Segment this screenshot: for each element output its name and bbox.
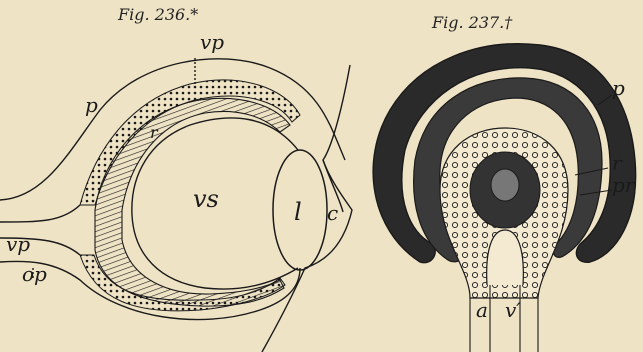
label-pr-237: pr	[612, 175, 634, 195]
fig-237-caption: Fig. 237.†	[432, 13, 512, 32]
label-vp-left: vp	[6, 234, 30, 254]
ectoderm-line	[262, 65, 352, 352]
label-vs: vs	[193, 187, 219, 211]
label-v-prime: v′	[505, 300, 521, 320]
label-p-236: p	[85, 95, 98, 115]
label-r-237: r	[612, 153, 622, 173]
lens-center	[491, 169, 519, 201]
outer-wall-upper	[0, 59, 345, 200]
label-r-236: r	[150, 125, 158, 141]
label-c: c	[327, 203, 338, 223]
label-op: op	[22, 264, 47, 284]
label-p-237: p	[612, 78, 625, 98]
label-a: a	[476, 300, 488, 320]
fig-236-caption: Fig. 236.*	[118, 5, 198, 24]
label-vp-top: vp	[200, 32, 224, 52]
label-l: l	[294, 200, 302, 224]
optic-stalk-upper	[0, 205, 80, 222]
